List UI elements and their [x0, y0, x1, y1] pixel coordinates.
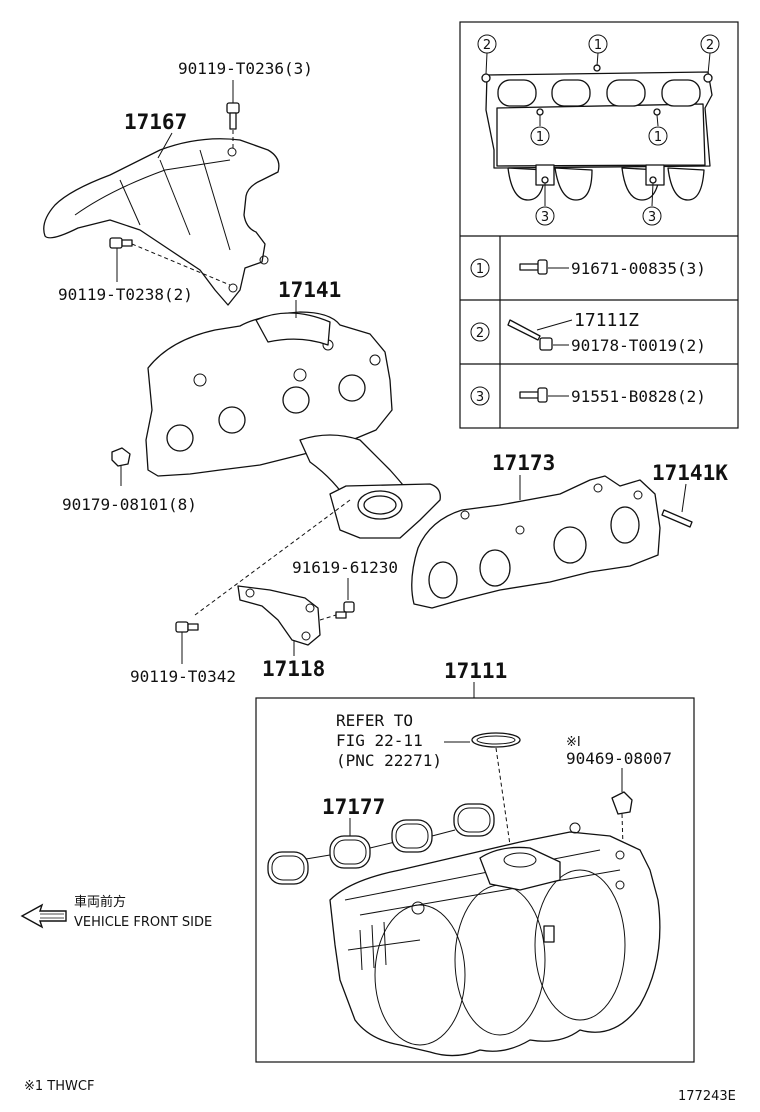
refer-text: REFER TO [336, 711, 413, 730]
exhaust-gasket-part [411, 475, 661, 609]
legend-part-number: 17111Z [574, 310, 639, 331]
inset-panel: 2 1 2 1 1 3 3 1 91671-00835(3) [459, 21, 739, 429]
legend-part-number: 90178-T0019(2) [571, 336, 706, 355]
legend-row-3: 3 91551-B0828(2) [470, 386, 706, 406]
callout-number: 3 [648, 210, 656, 225]
exhaust-manifold-part [145, 311, 441, 539]
clip-icon [611, 791, 633, 815]
part-label: 17167 [124, 110, 187, 134]
bolt-icon [109, 237, 133, 249]
o-ring-gasket-part [471, 732, 521, 748]
callout-number: 3 [541, 210, 549, 225]
intake-manifold-part [329, 822, 661, 1057]
legend-row-2: 2 17111Z 90178-T0019(2) [470, 310, 706, 355]
refer-text: (PNC 22271) [336, 751, 442, 770]
callout-circle [588, 34, 608, 54]
part-label: 17141 [278, 278, 341, 302]
figure-id: 177243E [678, 1089, 736, 1104]
bolt-icon [175, 621, 199, 633]
legend-number: 1 [476, 262, 484, 277]
callout-number: 1 [594, 38, 602, 53]
part-label: 90119-T0342 [130, 667, 236, 686]
callout-circle [530, 126, 550, 146]
stud-icon [661, 509, 693, 528]
legend-row-1: 1 91671-00835(3) [470, 258, 706, 278]
part-label: 17177 [322, 795, 385, 819]
part-label: 17173 [492, 451, 555, 475]
inset-callout-markers: 2 1 2 1 1 3 3 [477, 34, 720, 226]
bolt-icon [226, 102, 240, 130]
intake-manifold-frame [255, 697, 695, 1063]
bolt-icon [335, 601, 355, 619]
callout-number: 2 [483, 38, 491, 53]
refer-text: FIG 22-11 [336, 731, 423, 750]
legend-number: 2 [476, 326, 484, 341]
part-label: 90119-T0238(2) [58, 285, 193, 304]
part-label: 90119-T0236(3) [178, 59, 313, 78]
direction-label-en: VEHICLE FRONT SIDE [74, 915, 212, 930]
callout-circle [642, 206, 662, 226]
part-label: 17141K [652, 461, 728, 485]
bolt-icon [519, 387, 548, 403]
callout-circle [700, 34, 720, 54]
footnote: ※1 THWCF [24, 1079, 94, 1094]
legend-part-number: 91551-B0828(2) [571, 387, 706, 406]
heat-insulator-part [43, 138, 280, 306]
callout-number: 2 [706, 38, 714, 53]
callout-circle [535, 206, 555, 226]
part-label: 17111 [444, 659, 507, 683]
stud-icon [507, 319, 553, 351]
part-label: 91619-61230 [292, 558, 398, 577]
vehicle-front-arrow-icon [20, 903, 67, 929]
callout-circle [477, 34, 497, 54]
callout-circle [648, 126, 668, 146]
callout-number: 1 [536, 130, 544, 145]
inset-manifold-drawing [481, 64, 713, 201]
nut-icon [111, 447, 131, 467]
part-label: 17118 [262, 657, 325, 681]
direction-label-jp: 車両前方 [74, 894, 126, 910]
note-mark: ※I [566, 735, 581, 750]
legend-number: 3 [476, 390, 484, 405]
inset-frame [459, 21, 739, 429]
bolt-icon [519, 259, 548, 275]
callout-number: 1 [654, 130, 662, 145]
manifold-bracket-part [237, 585, 321, 646]
part-label: 90179-08101(8) [62, 495, 197, 514]
legend-part-number: 91671-00835(3) [571, 259, 706, 278]
part-label: 90469-08007 [566, 749, 672, 768]
intake-gasket-part [267, 803, 495, 885]
